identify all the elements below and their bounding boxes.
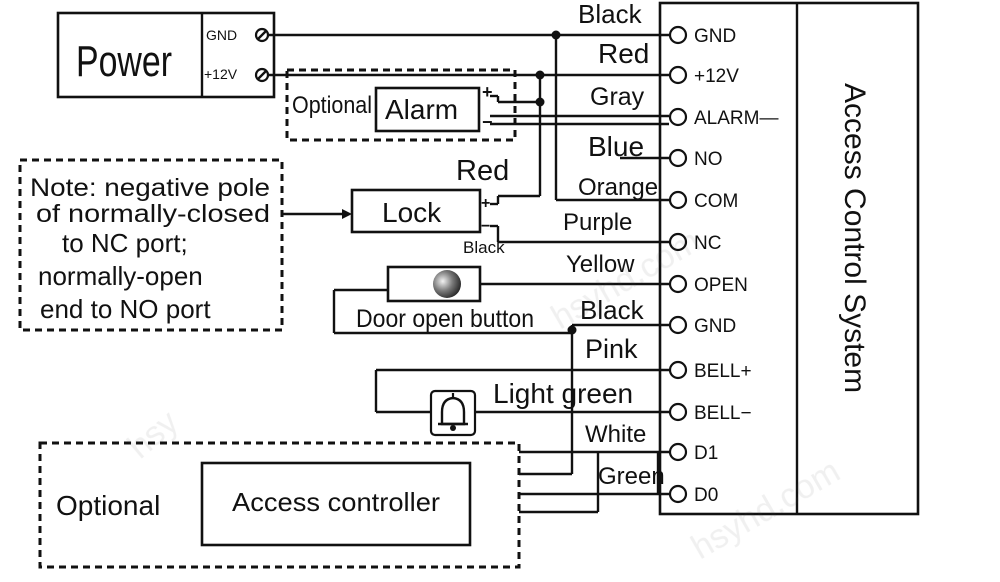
terminal-wire-color-label: Blue	[588, 131, 644, 162]
terminal-pin-icon	[668, 232, 688, 252]
alarm-optional-label: Optional	[292, 92, 372, 119]
door-open-button-group: Door open button	[356, 265, 534, 333]
bell-icon	[429, 389, 477, 437]
power-label: Power	[76, 37, 172, 86]
terminal-pin-icon	[668, 360, 688, 380]
power-supply: Power GND +12V	[56, 11, 276, 99]
wiring	[268, 30, 669, 514]
terminal-wire-color-label: Light green	[493, 378, 633, 409]
terminal-pin-icon	[668, 148, 688, 168]
terminal-pin-label: NC	[694, 233, 721, 254]
controller-optional-label: Optional	[56, 490, 160, 521]
terminal-pin-label: ALARM—	[694, 108, 778, 129]
note-line-4: normally-open	[38, 261, 203, 291]
door-button-knob-icon	[433, 270, 461, 298]
power-12v-screw-icon	[254, 67, 270, 83]
note-box: Note: negative pole of normally-closed t…	[18, 158, 284, 332]
terminal-pin-icon	[668, 25, 688, 45]
terminal-pin-label: BELL+	[694, 361, 752, 382]
lock-minus-label: −	[481, 218, 490, 235]
note-line-5: end to NO port	[40, 294, 211, 324]
terminal-pin-icon	[668, 274, 688, 294]
note-line-1: Note: negative pole	[30, 174, 270, 202]
terminal-wire-color-label: White	[585, 421, 646, 448]
alarm-minus-label: −	[482, 112, 493, 132]
terminal-pin-icon	[668, 442, 688, 462]
access-control-system-box: Access Control System	[658, 1, 920, 516]
note-arrow-icon	[283, 209, 352, 219]
lock-wire-red-label: Red	[456, 155, 509, 187]
terminal-pin-icon	[668, 484, 688, 504]
terminal-pin-icon	[668, 402, 688, 422]
terminal-pin-label: OPEN	[694, 275, 748, 296]
terminal-pin-label: D0	[694, 485, 718, 506]
alarm-group: Optional Alarm + −	[285, 68, 517, 142]
terminal-wire-color-label: Red	[598, 38, 649, 69]
terminal-wire-color-label: Green	[598, 463, 665, 490]
lock-label: Lock	[382, 197, 442, 228]
access-controller-box	[200, 461, 472, 547]
lock-box	[350, 188, 482, 234]
terminal-pin-label: D1	[694, 443, 718, 464]
terminal-pin-label: +12V	[694, 66, 739, 87]
terminal-wire-color-label: Pink	[585, 334, 638, 364]
terminal-pin-label: BELL−	[694, 403, 752, 424]
access-control-system-label: Access Control System	[838, 83, 871, 393]
lock-group: Lock + − Red Black	[350, 155, 509, 257]
alarm-box	[374, 86, 481, 133]
terminal-pin-label: GND	[694, 316, 736, 337]
lock-plus-label: +	[481, 195, 490, 212]
power-gnd-screw-icon	[254, 27, 270, 43]
watermark-2: hsy	[121, 403, 186, 466]
terminal-pin-icon	[668, 65, 688, 85]
terminal-pin-label: NO	[694, 149, 723, 170]
door-button-label: Door open button	[356, 305, 534, 333]
alarm-label: Alarm	[385, 94, 458, 125]
terminal-pin-label: GND	[694, 26, 736, 47]
terminal-pin-label: COM	[694, 191, 738, 212]
terminal-wire-color-label: Black	[580, 295, 645, 325]
terminal-pin-icon	[668, 315, 688, 335]
terminal-wire-color-label: Black	[578, 0, 643, 29]
access-controller-label: Access controller	[232, 487, 440, 517]
note-line-2: of normally-closed	[36, 200, 270, 228]
note-line-3: to NC port;	[62, 228, 188, 258]
terminal-wire-color-label: Gray	[590, 83, 645, 111]
terminal-pin-icon	[668, 107, 688, 127]
terminal-pin-icon	[668, 190, 688, 210]
access-controller-group: Optional Access controller	[38, 441, 521, 569]
terminal-wire-color-label: Purple	[563, 209, 632, 236]
lock-wire-black-label: Black	[463, 238, 505, 257]
power-12v-label: +12V	[204, 66, 238, 82]
alarm-plus-label: +	[482, 82, 493, 102]
terminal-wire-color-label: Orange	[578, 174, 658, 201]
terminal-wire-color-label: Yellow	[566, 251, 635, 278]
power-gnd-label: GND	[206, 27, 237, 43]
